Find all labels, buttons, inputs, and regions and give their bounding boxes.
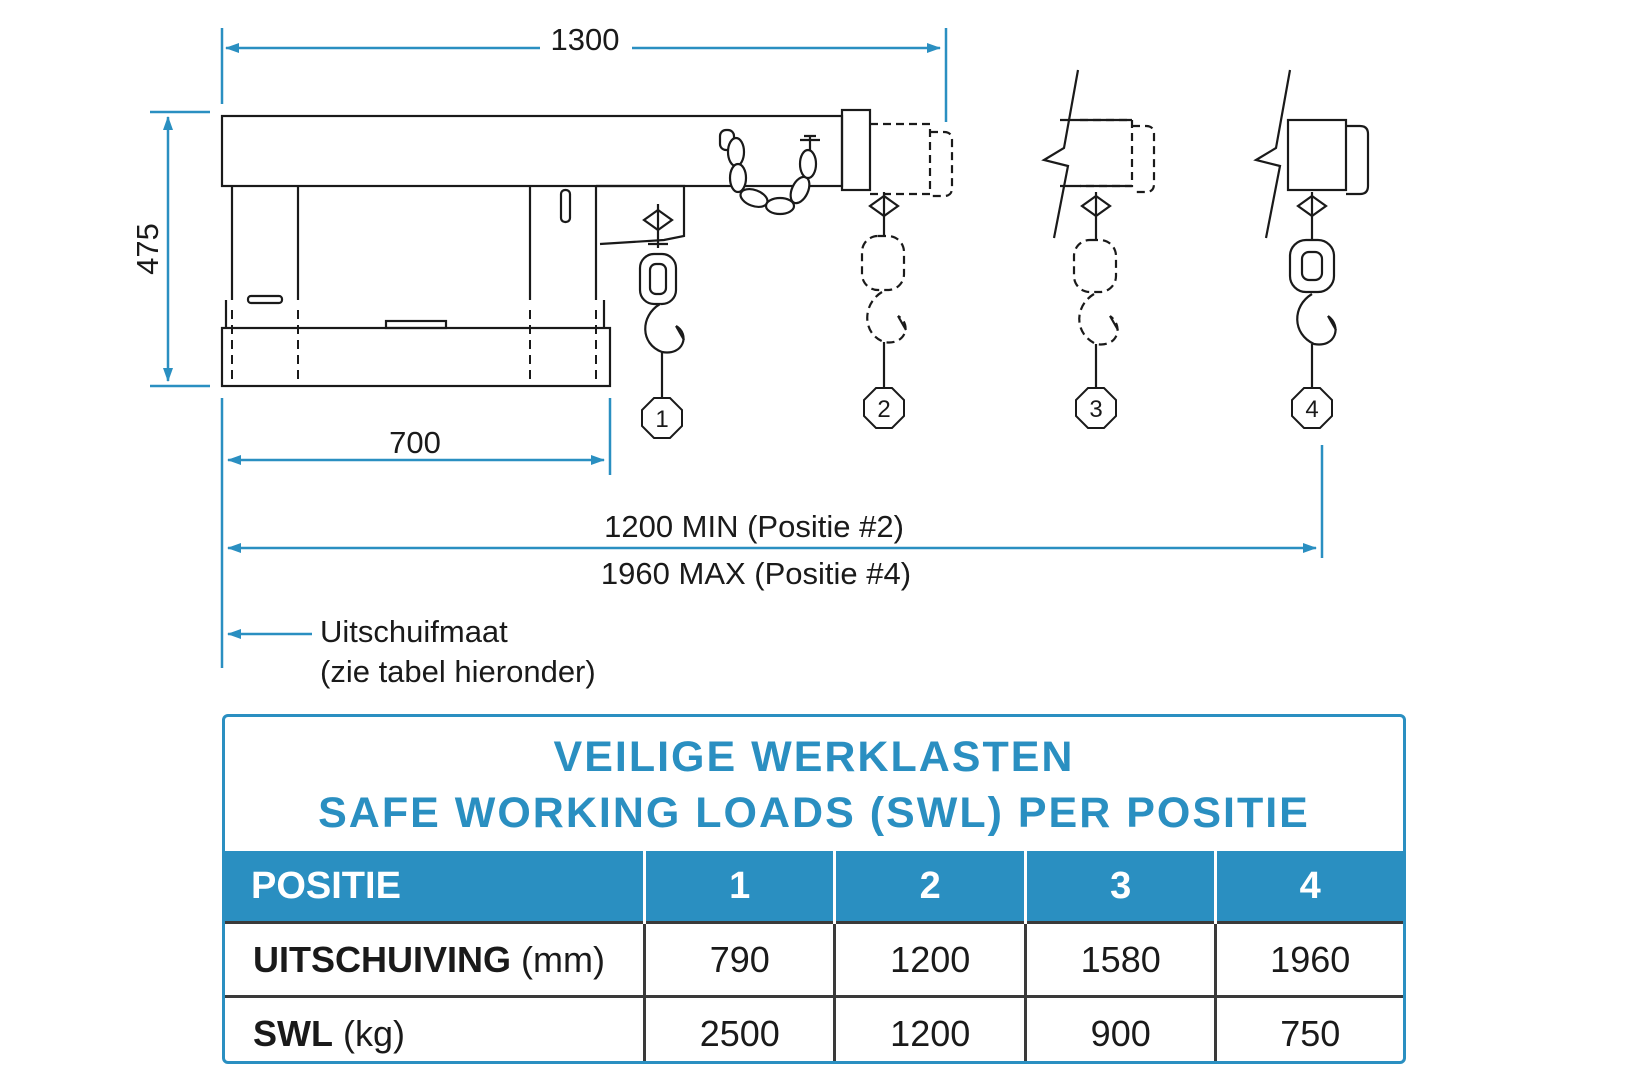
table-cell: 750 — [1215, 995, 1403, 1061]
hook-3-assembly — [1041, 69, 1132, 392]
row-label: UITSCHUIVING — [253, 938, 512, 980]
position-marker-1: 1 — [641, 397, 683, 439]
table-cell: 900 — [1025, 995, 1218, 1061]
header-label: POSITIE — [225, 851, 646, 923]
table-row-extension: UITSCHUIVING (mm) 790 1200 1580 1960 — [225, 921, 1403, 997]
dim-reach-min: 1200 MIN (Positie #2) — [604, 509, 904, 544]
extension-note: Uitschuifmaat (zie tabel hieronder) — [320, 612, 596, 692]
dim-reach-max: 1960 MAX (Positie #4) — [601, 556, 911, 591]
position-marker-2: 2 — [863, 387, 905, 429]
dim-height: 475 — [130, 223, 165, 275]
swl-table: POSITIE 1 2 3 4 UITSCHUIVING (mm) 790 12… — [225, 851, 1403, 1061]
position-labels: 1 2 3 4 — [641, 387, 1333, 439]
hook-2-shank — [868, 192, 907, 392]
header-position-4: 4 — [1215, 851, 1403, 923]
position-label: 4 — [1305, 396, 1318, 423]
table-cell: 1200 — [834, 921, 1027, 997]
dimension-lines — [150, 28, 1324, 668]
hook-2-assembly — [860, 122, 954, 344]
position-marker-3: 3 — [1075, 387, 1117, 429]
header-position-2: 2 — [834, 851, 1027, 923]
swl-panel: VEILIGE WERKLASTEN SAFE WORKING LOADS (S… — [222, 714, 1406, 1064]
crane-jib-drawing: 1300 475 700 1200 MIN (Positie #2) 1960 … — [130, 22, 1370, 668]
table-header-row: POSITIE 1 2 3 4 — [225, 851, 1403, 923]
row-unit: (kg) — [343, 1012, 405, 1054]
table-cell: 1200 — [834, 995, 1027, 1061]
row-label-extension: UITSCHUIVING (mm) — [225, 921, 646, 997]
position-label: 1 — [655, 406, 668, 433]
table-cell: 1580 — [1025, 921, 1218, 997]
table-cell: 2500 — [644, 995, 837, 1061]
header-position-1: 1 — [644, 851, 837, 923]
note-line-2: (zie tabel hieronder) — [320, 654, 596, 689]
panel-title-line-2: SAFE WORKING LOADS (SWL) PER POSITIE — [318, 789, 1310, 837]
hidden-lines — [231, 310, 597, 386]
note-line-1: Uitschuifmaat — [320, 614, 508, 649]
row-label: SWL — [253, 1012, 333, 1054]
dim-fork-pocket: 700 — [389, 425, 441, 460]
position-label: 3 — [1089, 396, 1102, 423]
hook-4-assembly — [1253, 69, 1370, 392]
panel-title-line-1: VEILIGE WERKLASTEN — [553, 733, 1075, 781]
row-unit: (mm) — [521, 938, 605, 980]
hook-3-dashed — [1072, 118, 1156, 346]
position-label: 2 — [877, 396, 890, 423]
jib-body — [220, 108, 872, 388]
row-label-swl: SWL (kg) — [225, 995, 646, 1061]
dim-total-length: 1300 — [551, 22, 620, 57]
hook-1 — [638, 204, 685, 398]
table-row-swl: SWL (kg) 2500 1200 900 750 — [225, 995, 1403, 1061]
position-marker-4: 4 — [1291, 387, 1333, 429]
table-cell: 790 — [644, 921, 837, 997]
table-cell: 1960 — [1215, 921, 1403, 997]
header-position-3: 3 — [1025, 851, 1218, 923]
safety-chain — [718, 128, 820, 216]
